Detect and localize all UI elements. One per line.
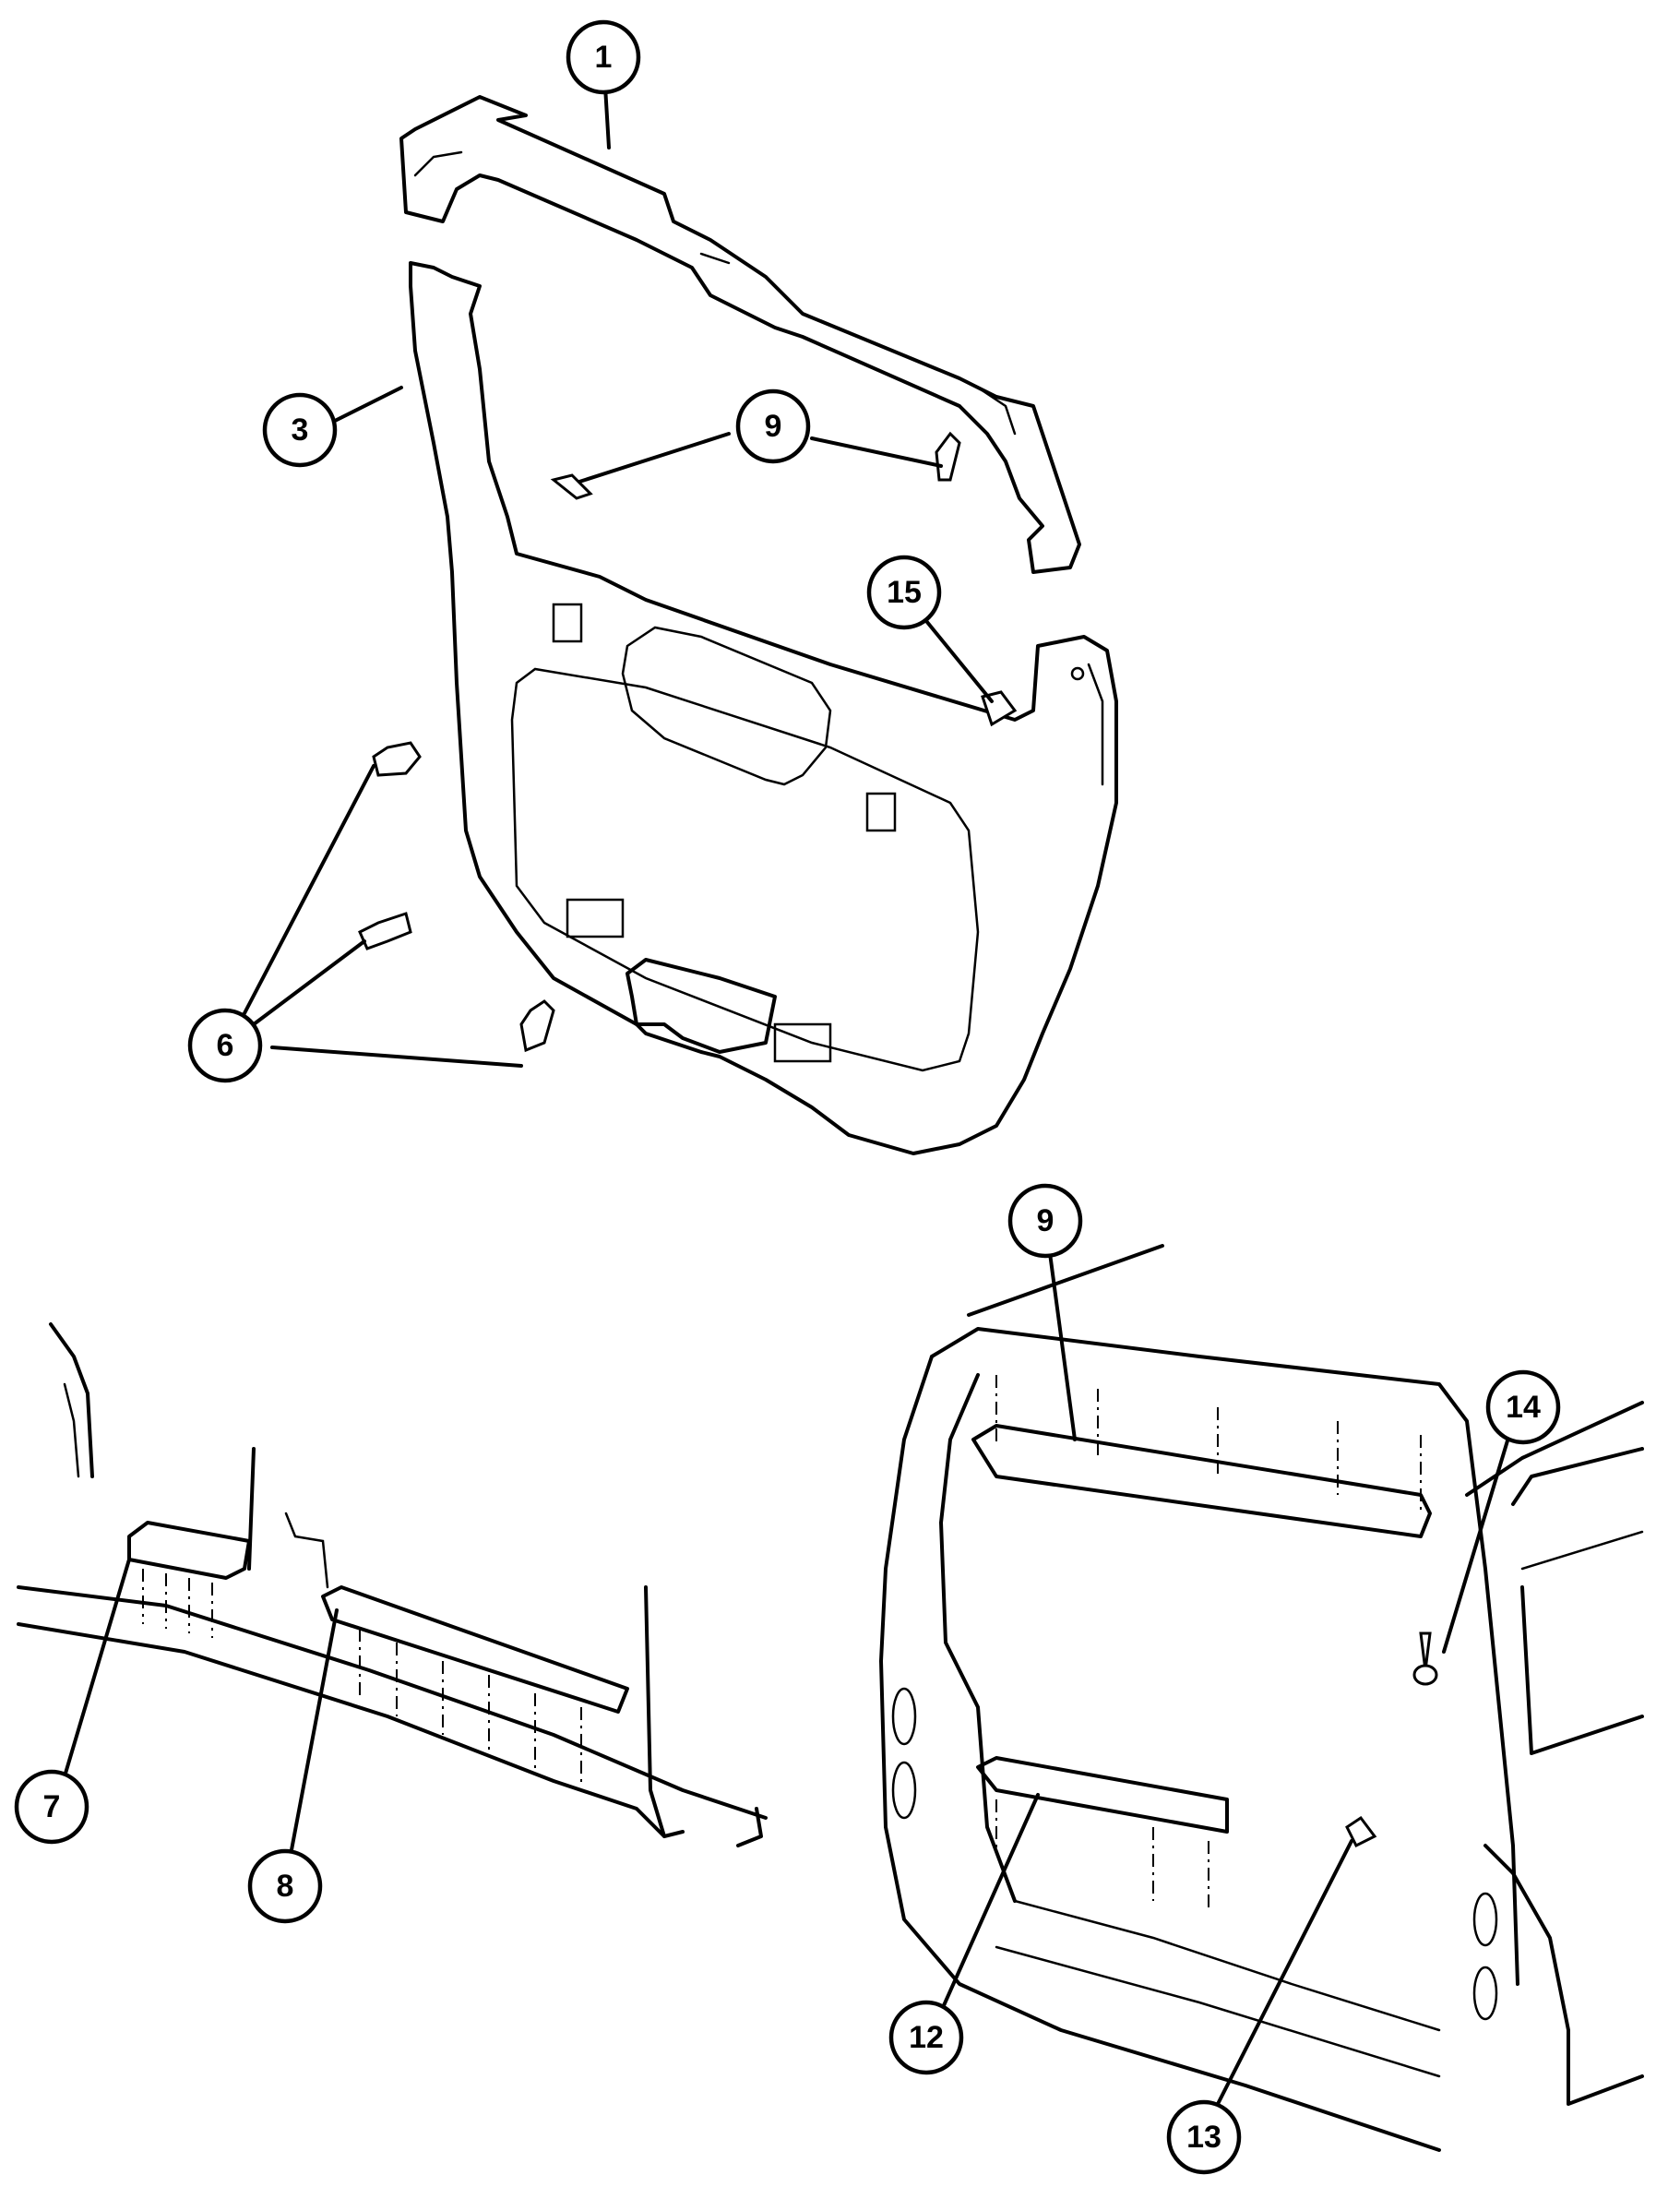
svg-text:6: 6 bbox=[217, 1028, 234, 1063]
upper-trim-panel bbox=[399, 95, 1081, 574]
callout-15: 15 bbox=[866, 555, 942, 630]
svg-text:14: 14 bbox=[1506, 1390, 1541, 1425]
sill-area bbox=[17, 1322, 768, 1847]
callout-8: 8 bbox=[247, 1848, 323, 1924]
callout-3: 3 bbox=[262, 392, 338, 468]
svg-text:12: 12 bbox=[909, 2020, 944, 2055]
callout-6: 6 bbox=[187, 1008, 263, 1083]
svg-text:9: 9 bbox=[765, 409, 782, 444]
callout-9-top: 9 bbox=[735, 388, 811, 464]
push-pin-fasteners bbox=[358, 431, 1018, 1053]
svg-text:8: 8 bbox=[277, 1869, 294, 1904]
leader-lines-top bbox=[243, 69, 994, 1068]
leader-lines-bottom-right bbox=[939, 1251, 1513, 2106]
callout-13: 13 bbox=[1166, 2099, 1242, 2175]
callout-9-bottom: 9 bbox=[1007, 1183, 1083, 1259]
vehicle-fasteners bbox=[1345, 1631, 1438, 1848]
svg-text:1: 1 bbox=[595, 40, 613, 75]
svg-text:7: 7 bbox=[43, 1789, 61, 1824]
lower-trim-panel bbox=[409, 261, 1118, 1155]
svg-text:15: 15 bbox=[887, 575, 922, 610]
svg-text:13: 13 bbox=[1186, 2120, 1221, 2155]
svg-text:9: 9 bbox=[1037, 1203, 1054, 1238]
callout-1: 1 bbox=[566, 19, 641, 95]
vehicle-rear bbox=[879, 1244, 1644, 2152]
svg-text:3: 3 bbox=[292, 412, 309, 448]
callout-12: 12 bbox=[888, 2000, 964, 2075]
callout-7: 7 bbox=[14, 1769, 89, 1845]
leader-lines-bottom-left bbox=[63, 1558, 339, 1857]
callout-14: 14 bbox=[1485, 1369, 1561, 1445]
